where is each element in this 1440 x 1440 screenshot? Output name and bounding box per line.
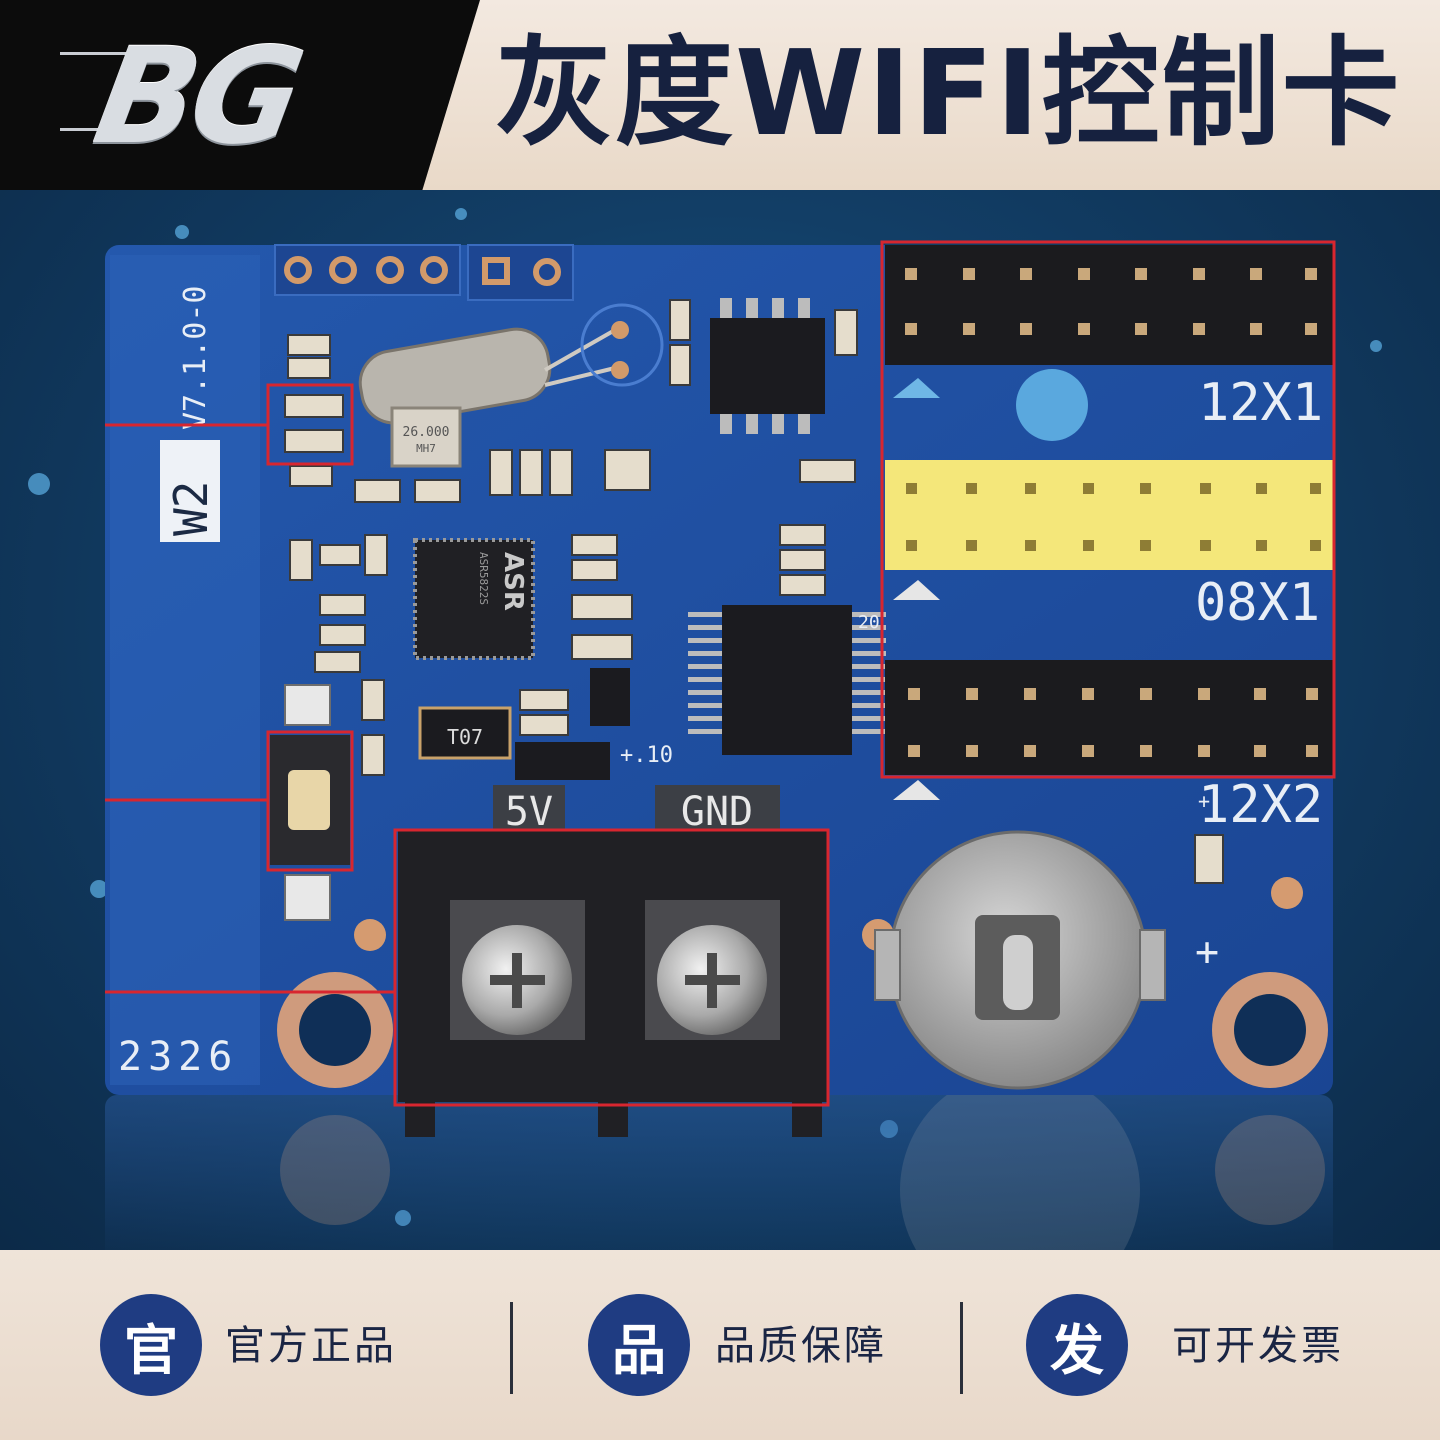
port-12x1-header — [885, 245, 1333, 365]
pin-pad — [376, 256, 404, 284]
crystal-26mhz — [390, 406, 462, 468]
quality-badge-icon: 品 — [588, 1294, 690, 1396]
chip-pins — [720, 298, 810, 434]
crystal-lead — [544, 366, 616, 387]
driver-chip — [722, 605, 852, 755]
crystal-lead — [544, 328, 616, 372]
feature-quality: 品质保障 — [715, 1323, 887, 1369]
brand-logo: BG — [84, 20, 309, 174]
crystal-text: 26.000 — [403, 425, 450, 440]
wifi-chip — [413, 538, 535, 660]
terminal-leg — [405, 1102, 435, 1137]
eeprom-chip — [710, 318, 825, 414]
pin-pad — [284, 256, 312, 284]
logo-speed-line — [60, 52, 170, 55]
board-reflection — [1215, 1115, 1325, 1225]
crystal-pad — [580, 303, 664, 387]
authentic-badge-icon: 官 — [100, 1294, 202, 1396]
pin-marker: +.10 — [620, 743, 673, 768]
battery-polarity: + — [1195, 929, 1219, 975]
bokeh-light — [28, 473, 50, 495]
port-12x2-label: 12X2 — [1198, 775, 1323, 835]
version-text: V7.1.0-0 — [178, 286, 213, 431]
invoice-badge-icon: 发 — [1026, 1294, 1128, 1396]
pin-pad — [329, 256, 357, 284]
bokeh-light — [90, 880, 108, 898]
feature-authentic: 官方正品 — [225, 1323, 397, 1369]
pin-pad — [611, 321, 629, 339]
product-photo: V7.1.0-0 W2 26.000 MH7 ASR — [0, 190, 1440, 1250]
chip-pins — [688, 612, 886, 734]
battery-clip — [874, 929, 1166, 1001]
button-lead — [284, 874, 331, 921]
terminal-leg — [598, 1102, 628, 1137]
label-gnd: GND — [681, 789, 753, 835]
logo-speed-line — [60, 128, 140, 131]
transistor-text: T07 — [447, 725, 483, 749]
label-gnd-box — [655, 785, 780, 833]
header-pins — [905, 268, 1317, 335]
divider — [960, 1302, 963, 1394]
label-5v: 5V — [505, 789, 553, 835]
port-08x1-label: 08X1 — [1195, 573, 1320, 633]
screw-slot-icon — [490, 953, 545, 1008]
reset-button[interactable] — [288, 770, 330, 830]
crystal-subtext: MH7 — [416, 442, 436, 455]
led-polarity: + — [1198, 789, 1210, 813]
pin-marker-right: 20 — [858, 612, 880, 633]
feature-invoice: 可开发票 — [1172, 1323, 1344, 1369]
via-pad — [354, 919, 386, 951]
terminal-leg — [792, 1102, 822, 1137]
button-lead — [284, 684, 331, 726]
bokeh-light — [455, 208, 467, 220]
chip-text: ASR5822S — [477, 552, 490, 605]
controller-board: V7.1.0-0 W2 26.000 MH7 ASR — [105, 240, 1336, 1250]
port-12x1-label: 12X1 — [1198, 373, 1323, 433]
label-5v-box — [493, 785, 565, 833]
batch-code: 2326 — [118, 1034, 238, 1080]
model-label: W2 — [164, 481, 218, 536]
pin-pad — [611, 361, 629, 379]
screw-slot-icon — [685, 953, 740, 1008]
header-banner: BG 灰度WIFI控制卡 — [0, 0, 1440, 190]
diode — [515, 742, 610, 780]
smd-components — [284, 299, 1224, 884]
mounting-hole-center — [1234, 994, 1306, 1066]
pin-header-4 — [274, 244, 461, 296]
board-reflection — [280, 1115, 390, 1225]
bokeh-light — [1370, 340, 1382, 352]
pin-pad — [482, 257, 510, 285]
via-pad — [1271, 877, 1303, 909]
highlight-annotations — [105, 240, 1336, 1107]
header-pins — [906, 483, 1321, 551]
inductor — [590, 668, 630, 726]
battery-spring — [1003, 935, 1033, 1010]
mounting-dot — [1016, 369, 1088, 441]
logo-panel: BG — [0, 0, 480, 190]
port-12x2-header — [885, 660, 1333, 775]
transistor — [418, 706, 512, 760]
antenna-area — [110, 255, 260, 1085]
feature-bar — [0, 1250, 1440, 1440]
pin1-marker-icon — [893, 378, 940, 398]
bokeh-light — [175, 225, 189, 239]
divider — [510, 1302, 513, 1394]
pin-pad — [533, 258, 561, 286]
chip-brand: ASR — [498, 552, 528, 611]
pin1-marker-icon — [893, 580, 940, 600]
mounting-hole-center — [299, 994, 371, 1066]
port-08x1-header — [885, 460, 1333, 570]
page-title: 灰度WIFI控制卡 — [495, 24, 1402, 162]
header-pins — [908, 688, 1318, 757]
pin-pad — [420, 256, 448, 284]
board-reflection — [900, 1070, 1140, 1250]
model-label-box — [160, 440, 220, 542]
pin1-marker-icon — [893, 780, 940, 800]
